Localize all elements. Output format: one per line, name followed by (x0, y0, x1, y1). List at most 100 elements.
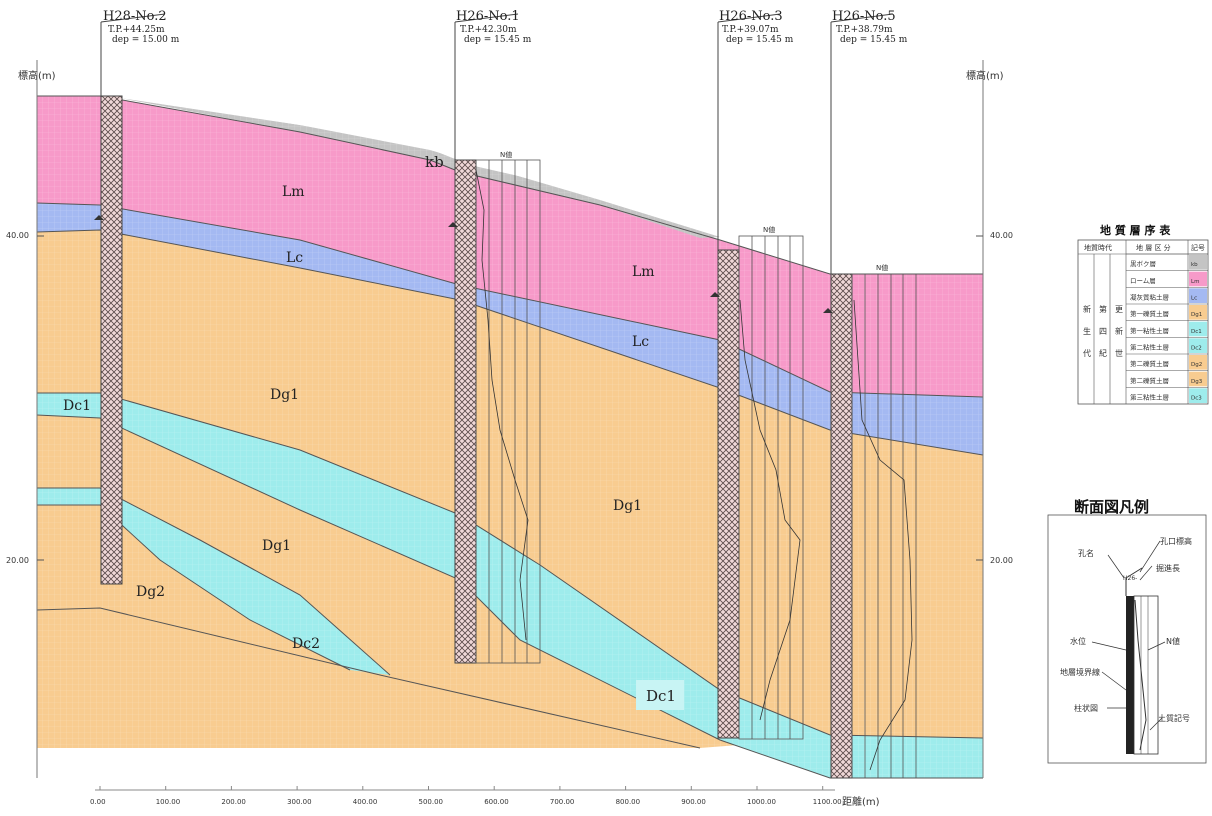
nvalue-label: N値 (763, 225, 775, 234)
layer-label-lm: Lm (632, 264, 655, 280)
legend-swatch (1189, 255, 1207, 270)
layer-label-lc: Lc (286, 250, 303, 266)
layer-label-dg1: Dg1 (262, 538, 291, 554)
era-text: 世 (1115, 348, 1123, 358)
era-text: 新 (1115, 326, 1123, 336)
borehole-name: H26-No.1 (456, 9, 520, 24)
table-header: 記号 (1191, 243, 1205, 252)
stratum-name: 第二礫質土層 (1130, 359, 1169, 368)
x-tick: 1000.00 (747, 798, 776, 806)
stratum-code: Lm (1191, 279, 1199, 285)
legend-swatch (1189, 355, 1207, 370)
stratum-name: 第一粘性土層 (1130, 326, 1169, 335)
layer-label-dg1: Dg1 (613, 498, 642, 514)
nvalue-label: N値 (876, 263, 888, 272)
y-tick: 20.00 (990, 556, 1013, 565)
stratum-name: 第三粘性土層 (1130, 393, 1169, 402)
y-tick: 20.00 (6, 556, 29, 565)
layer-label-lm: Lm (282, 184, 305, 200)
borehole-dep: dep = 15.45 m (840, 35, 908, 45)
x-tick: 1100.00 (813, 798, 842, 806)
table-header: 地質時代 (1084, 243, 1112, 252)
x-tick: 600.00 (484, 798, 509, 806)
legend-elevation: 孔口標高 (1160, 536, 1192, 546)
stratum-code: Dc3 (1191, 396, 1202, 402)
stratum-code: Dg1 (1191, 312, 1202, 318)
x-tick: 900.00 (681, 798, 706, 806)
legend-soil-code: 土質記号 (1158, 713, 1190, 723)
cross-section (36, 0, 984, 816)
layer-label-dc1: Dc1 (646, 687, 676, 705)
borehole-dep: dep = 15.45 m (726, 35, 794, 45)
table-header: 地 層 区 分 (1136, 243, 1171, 252)
borehole-tp: T.P.+44.25m (108, 25, 165, 35)
borehole-h28-no2 (94, 13, 166, 585)
borehole-dep: dep = 15.00 m (112, 35, 180, 45)
left-axis-label: 標高(m) (18, 69, 56, 82)
era-text: 四 (1099, 327, 1107, 336)
era-text: 生 (1083, 326, 1091, 336)
stratum-name: ローム層 (1130, 277, 1156, 285)
legend-swatch (1189, 388, 1207, 403)
borehole-h26-no5 (823, 13, 894, 779)
x-tick: 400.00 (353, 798, 378, 806)
era-text: 紀 (1099, 348, 1107, 358)
section-legend: 断面図凡例 H26- 孔名 孔口標高 掘進長 水位 N値 地層境界線 柱状図 土… (1047, 498, 1207, 764)
borehole-name: H26-No.5 (832, 9, 896, 24)
legend-swatch (1189, 371, 1207, 387)
borehole-name: H26-No.3 (719, 9, 783, 24)
era-text: 代 (1083, 348, 1091, 358)
x-tick: 500.00 (419, 798, 444, 806)
stratum-code: Dc1 (1191, 329, 1202, 335)
layer-label-lc: Lc (632, 334, 649, 350)
borehole-tp: T.P.+39.07m (722, 25, 779, 35)
x-tick: 200.00 (221, 798, 246, 806)
layer-label-dg1: Dg1 (270, 387, 299, 403)
x-tick: 300.00 (287, 798, 312, 806)
right-axis-label: 標高(m) (966, 69, 1004, 82)
legend-swatch (1189, 288, 1207, 303)
y-tick: 40.00 (6, 231, 29, 240)
stratum-code: Lc (1191, 296, 1197, 302)
x-axis-label: 距離(m) (842, 795, 880, 808)
legend-swatch (1189, 321, 1207, 337)
borehole-tp: T.P.+38.79m (836, 25, 893, 35)
stratum-code: kb (1191, 262, 1198, 268)
legend-swatch (1189, 305, 1207, 320)
era-text: 第 (1099, 304, 1107, 314)
borehole-h26-no3 (710, 13, 781, 739)
x-tick: 700.00 (550, 798, 575, 806)
nvalue-chart-no3 (738, 235, 804, 740)
stratum-name: 凝灰質粘土層 (1130, 293, 1169, 302)
y-tick: 40.00 (990, 231, 1013, 240)
layer-label-kb: kb (425, 153, 444, 171)
stratum-name: 第二粘性土層 (1130, 343, 1169, 352)
table-title: 地 質 層 序 表 (1100, 223, 1171, 237)
borehole-name: H28-No.2 (103, 9, 167, 24)
stratum-code: Dg2 (1191, 362, 1202, 368)
legend-water-level: 水位 (1070, 636, 1086, 646)
legend-hole-name: 孔名 (1078, 548, 1094, 558)
x-tick: 100.00 (156, 798, 181, 806)
legend-column: 柱状図 (1074, 703, 1098, 713)
x-tick: 800.00 (616, 798, 641, 806)
layer-label-dc1: Dc1 (63, 398, 91, 414)
legend-title: 断面図凡例 (1074, 498, 1149, 516)
nvalue-chart-no5 (851, 273, 917, 779)
era-text: 更 (1115, 305, 1123, 314)
nvalue-chart-no1 (475, 159, 541, 664)
legend-swatch (1189, 271, 1207, 287)
nvalue-label: N値 (500, 150, 512, 159)
legend-depth: 掘進長 (1156, 564, 1180, 573)
axis-labels: 標高(m) 標高(m) 40.00 20.00 40.00 20.00 距離(m… (6, 69, 1013, 808)
stratum-code: Dc2 (1191, 346, 1202, 352)
legend-boundary: 地層境界線 (1060, 667, 1100, 677)
stratum-name: 第二礫質土層 (1130, 376, 1169, 385)
borehole-dep: dep = 15.45 m (464, 35, 532, 45)
legend-n-value: N値 (1166, 636, 1180, 646)
stratum-name: 黒ボク層 (1130, 260, 1156, 268)
legend-swatch (1189, 338, 1207, 353)
era-text: 新 (1083, 304, 1091, 314)
